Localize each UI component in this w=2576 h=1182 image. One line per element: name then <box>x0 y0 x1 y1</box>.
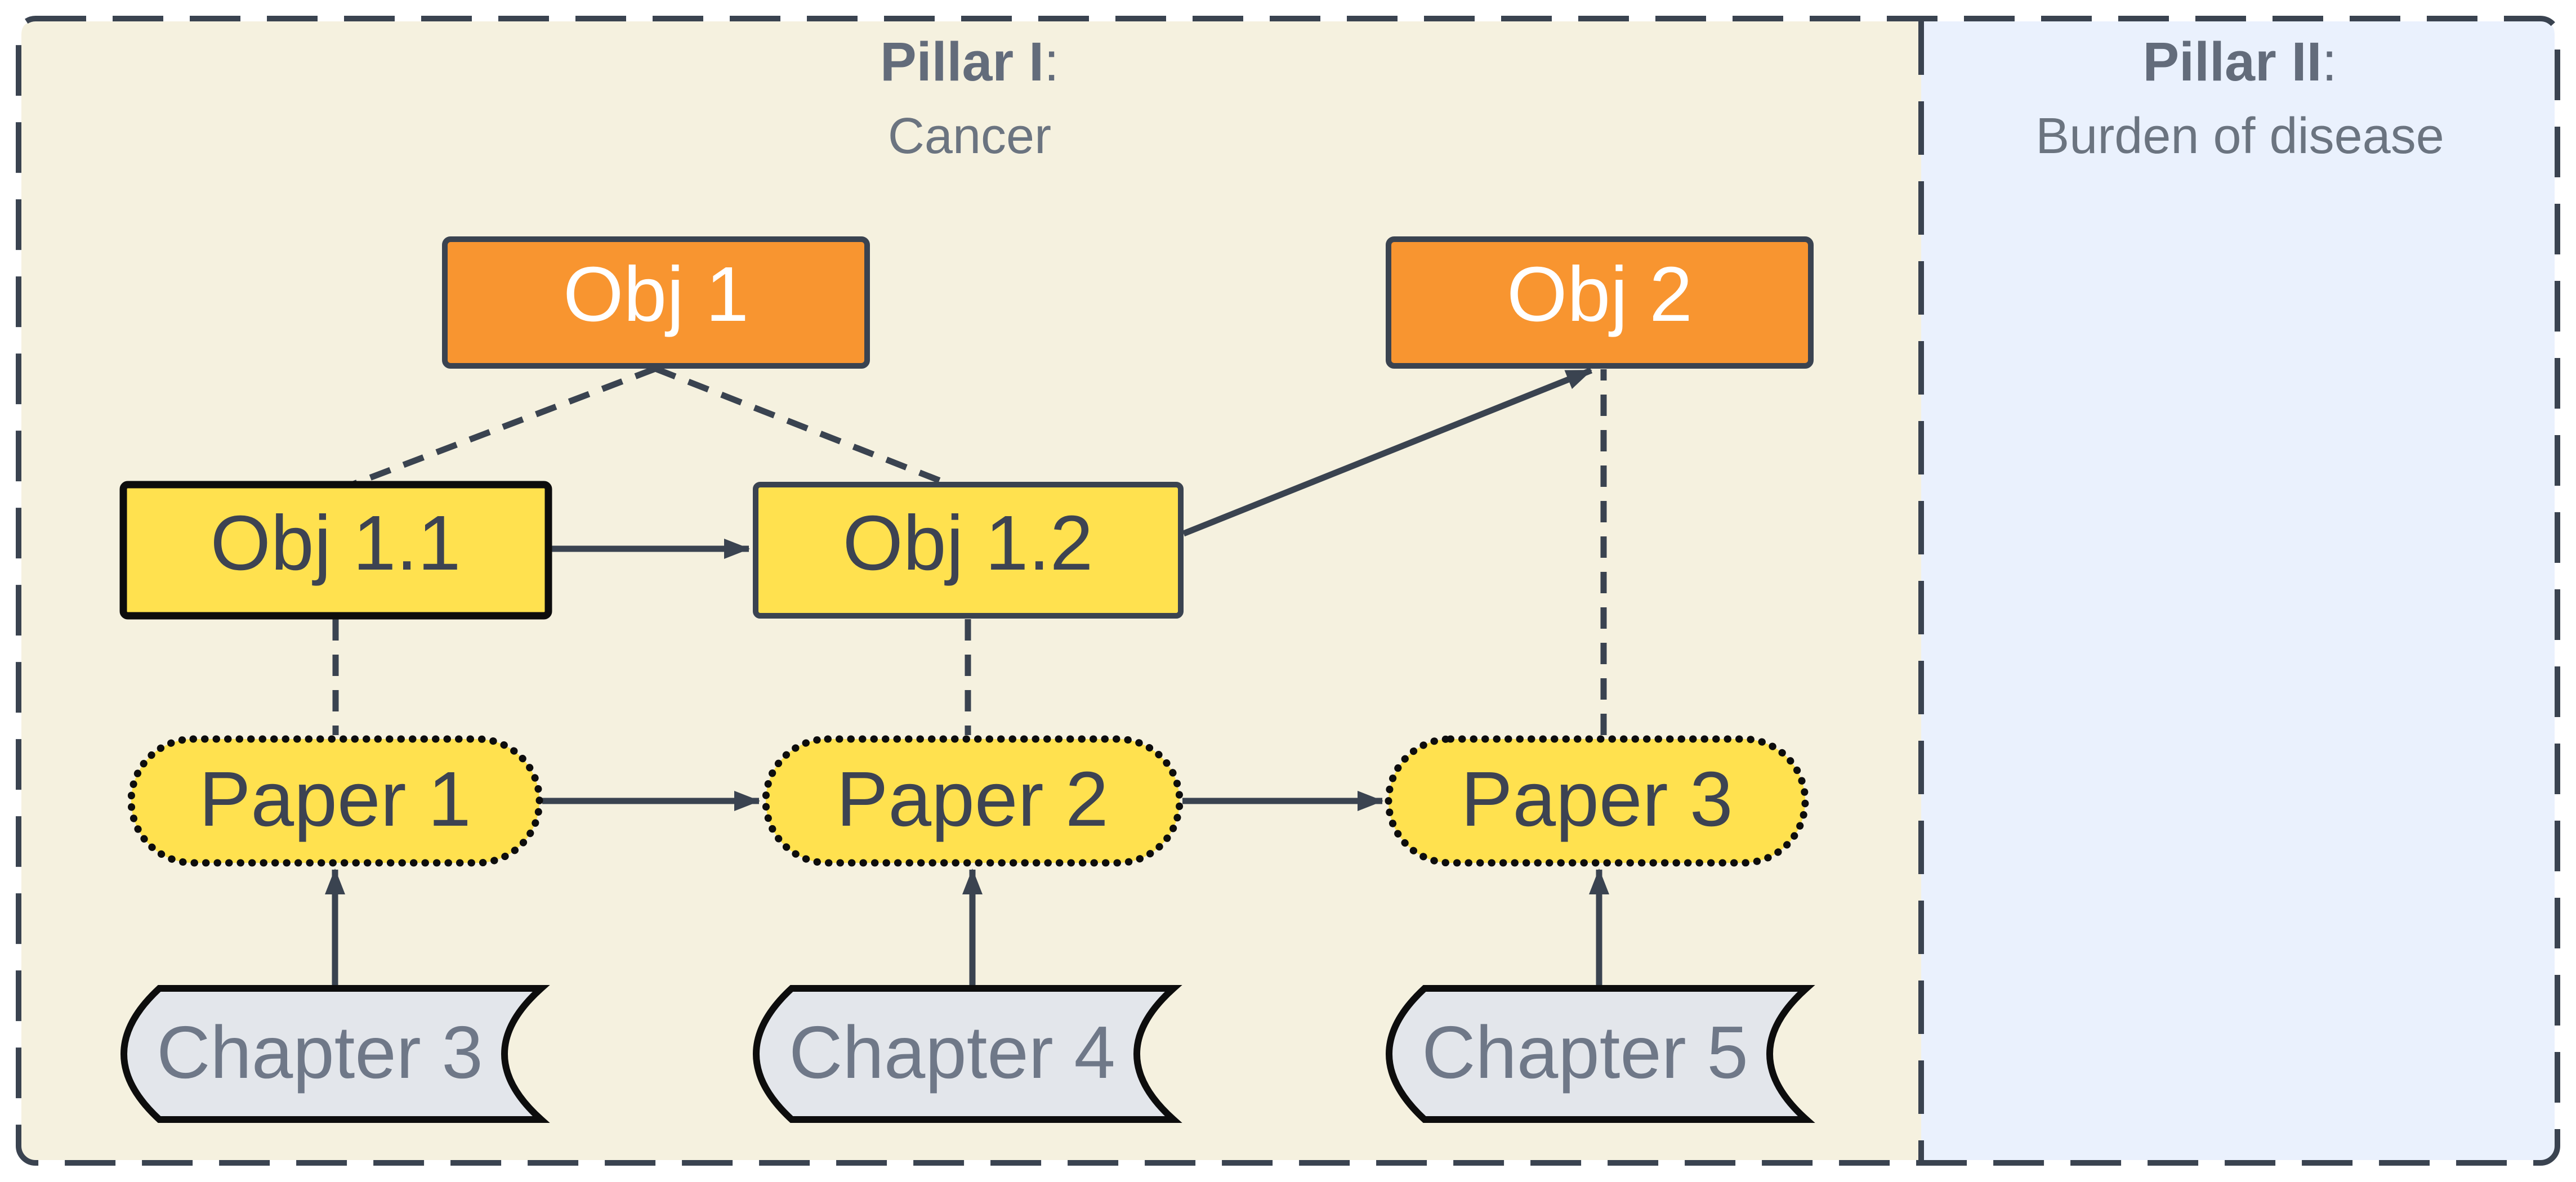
node-paper1-label: Paper 1 <box>199 756 471 843</box>
node-chapter4: Chapter 4 <box>753 985 1182 1123</box>
node-chapter3-label: Chapter 3 <box>157 1011 483 1094</box>
node-obj12: Obj 1.2 <box>753 482 1184 619</box>
outer-dashed-border <box>16 16 2560 1166</box>
node-obj11-label: Obj 1.1 <box>211 500 461 586</box>
pillar-1-subtitle: Cancer <box>888 108 1051 164</box>
pillar-2-region <box>1921 21 2555 1160</box>
node-paper3-label: Paper 3 <box>1461 756 1733 843</box>
node-obj1-label: Obj 1 <box>563 251 749 338</box>
node-paper1: Paper 1 <box>127 735 543 867</box>
edge-obj1-obj11 <box>343 365 657 491</box>
node-obj2-label: Obj 2 <box>1507 251 1693 338</box>
node-obj12-label: Obj 1.2 <box>843 500 1093 586</box>
pillar-2-title: Pillar II: <box>2142 31 2337 92</box>
node-chapter5: Chapter 5 <box>1386 985 1815 1123</box>
node-obj1: Obj 1 <box>442 236 870 369</box>
edge-obj1-obj12 <box>654 365 959 491</box>
node-paper2-label: Paper 2 <box>836 756 1108 843</box>
pillar-1-title: Pillar I: <box>880 31 1059 92</box>
edge-obj12-obj2 <box>1182 367 1593 537</box>
node-obj11: Obj 1.1 <box>119 481 552 620</box>
node-obj2: Obj 2 <box>1386 236 1814 369</box>
node-paper2: Paper 2 <box>762 735 1184 867</box>
node-paper3: Paper 3 <box>1385 735 1809 867</box>
node-chapter4-label: Chapter 4 <box>789 1011 1115 1094</box>
node-chapter5-label: Chapter 5 <box>1422 1011 1748 1094</box>
node-chapter3: Chapter 3 <box>120 985 550 1123</box>
pillar-2-subtitle: Burden of disease <box>2035 108 2444 164</box>
